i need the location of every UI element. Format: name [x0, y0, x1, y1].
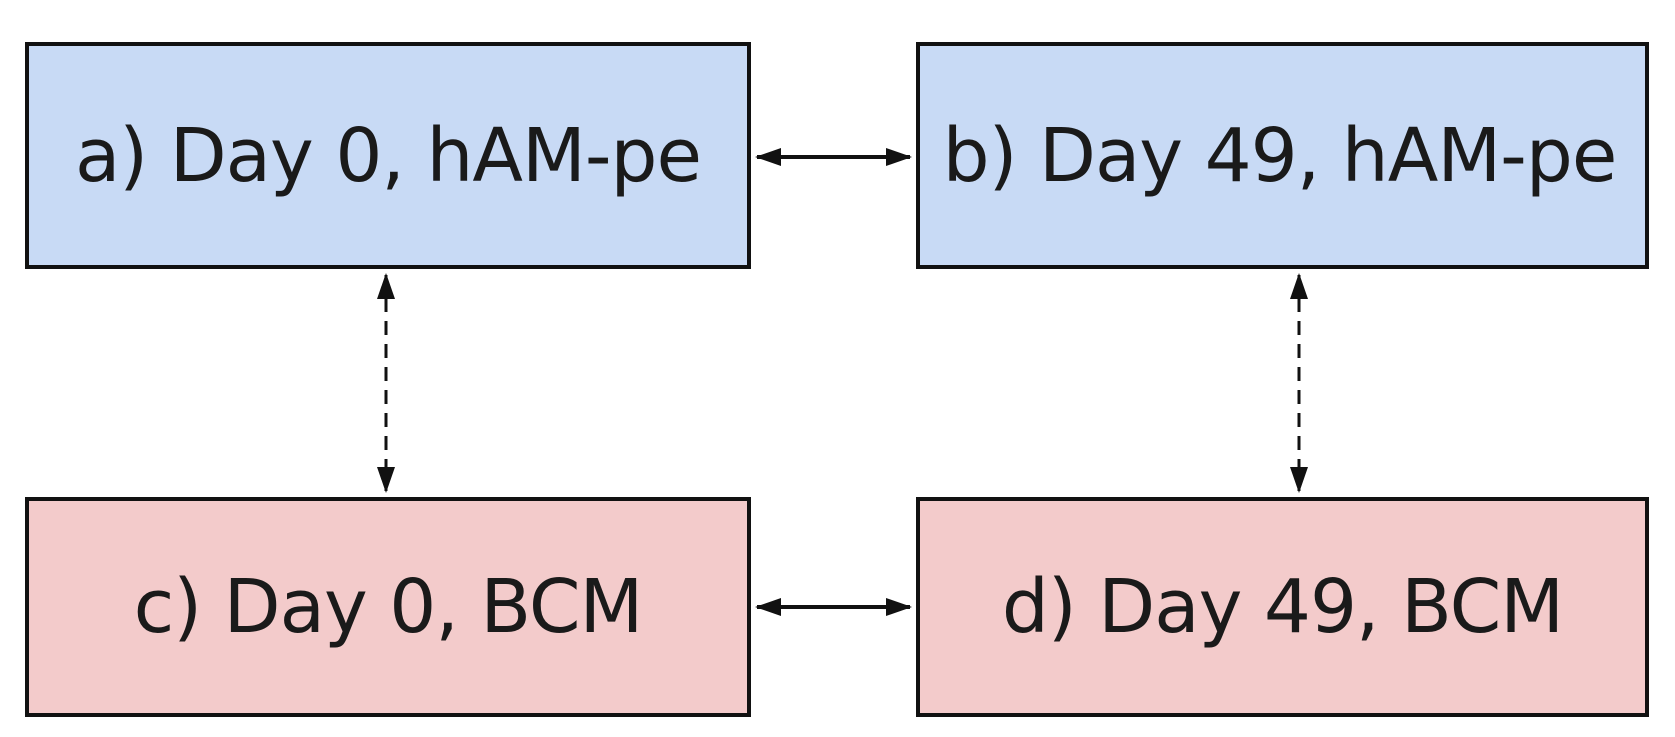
node-b-day49-ham-pe: b) Day 49, hAM-pe [916, 42, 1649, 269]
node-d-label: d) Day 49, BCM [1001, 564, 1564, 650]
node-d-day49-bcm: d) Day 49, BCM [916, 497, 1649, 717]
node-c-label: c) Day 0, BCM [133, 564, 644, 650]
node-a-label: a) Day 0, hAM-pe [74, 112, 702, 199]
node-a-day0-ham-pe: a) Day 0, hAM-pe [25, 42, 751, 269]
node-b-label: b) Day 49, hAM-pe [942, 112, 1618, 199]
node-c-day0-bcm: c) Day 0, BCM [25, 497, 751, 717]
